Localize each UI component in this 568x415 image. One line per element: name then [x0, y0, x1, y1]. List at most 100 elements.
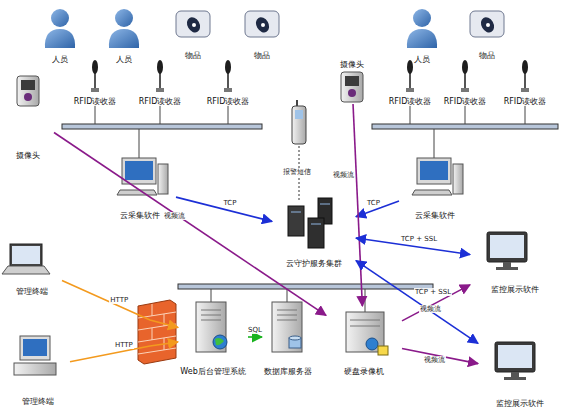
connector-label: TCP + SSL [414, 288, 452, 296]
connector [402, 285, 470, 321]
antenna-icon [521, 60, 529, 92]
person-icon [407, 9, 437, 48]
node-label: 物品 [185, 51, 201, 60]
node-label: 硬盘录像机 [344, 367, 384, 376]
node-label: 监控展示软件 [491, 285, 539, 294]
connector-label: TCP + SSL [400, 235, 438, 243]
connector [54, 132, 326, 315]
node-label: 摄像头 [340, 60, 364, 69]
connector [70, 342, 178, 362]
device-node: 摄像头 [2, 70, 54, 160]
node-label: 摄像头 [16, 151, 40, 160]
connector [356, 261, 478, 344]
connector-label: 视频流 [419, 305, 442, 313]
node-label: RFID读收器 [207, 97, 250, 106]
camera-icon [341, 72, 363, 102]
connector [353, 104, 362, 306]
tag-icon [176, 11, 210, 37]
connector-label: SQL [247, 326, 263, 334]
recorder-icon [346, 312, 388, 355]
device-node: 管理终端 [6, 330, 70, 406]
server-cluster-icon [288, 198, 332, 248]
node-label: RFID读收器 [389, 97, 432, 106]
computer-icon [412, 158, 463, 195]
node-label: RFID读收器 [504, 97, 547, 106]
node-label: 云采集软件 [120, 211, 160, 220]
device-node: 硬盘录像机 [326, 306, 402, 376]
device-node: 物品 [465, 4, 509, 60]
annotation-label: 报警短信 [282, 168, 312, 176]
node-label: RFID读收器 [139, 97, 182, 106]
connector-label: 视频流 [423, 356, 446, 364]
network-bus [372, 124, 558, 129]
node-label: 管理终端 [22, 397, 54, 406]
bus-drops [95, 106, 525, 312]
node-label: 管理终端 [16, 287, 48, 296]
tag-icon [245, 11, 279, 37]
antenna-icon [224, 60, 232, 92]
antenna-icon [406, 60, 414, 92]
network-bus [178, 284, 433, 289]
phone-icon [292, 100, 306, 144]
server-icon [196, 302, 226, 352]
device-node: 摄像头 [330, 60, 374, 104]
device-node: Web后台管理系统 [178, 298, 248, 376]
device-node: 管理终端 [2, 238, 62, 296]
antenna-icon [91, 60, 99, 92]
node-label: 监控展示软件 [496, 399, 544, 408]
network-bus [62, 124, 262, 129]
person-icon [45, 9, 75, 48]
tag-icon [470, 11, 504, 37]
node-label: 数据库服务器 [264, 367, 312, 376]
device-node: 人员 [38, 2, 82, 64]
device-node: 人员 [400, 2, 444, 64]
device-node: RFID读收器 [196, 60, 260, 106]
laptop-icon [2, 244, 50, 274]
database-icon [289, 336, 301, 348]
monitor-icon [487, 232, 527, 270]
device-node: 监控展示软件 [470, 228, 560, 294]
device-node: RFID读收器 [493, 60, 557, 106]
antenna-icon [156, 60, 164, 92]
device-node: 数据库服务器 [262, 298, 314, 376]
connector [176, 197, 272, 221]
connector-label: HTTP [114, 341, 134, 349]
connector-label: 视频流 [163, 212, 186, 220]
node-label: 云采集软件 [415, 211, 455, 220]
node-label: 云守护服务集群 [286, 259, 342, 268]
desktop-icon [14, 336, 56, 375]
node-label: Web后台管理系统 [180, 367, 245, 376]
device-node: RFID读收器 [433, 60, 497, 106]
antenna-icon [461, 60, 469, 92]
connector-label: TCP [223, 199, 238, 207]
globe-icon [213, 335, 227, 349]
node-label: RFID读收器 [74, 97, 117, 106]
node-label: 人员 [414, 55, 430, 64]
computer-icon [117, 158, 168, 195]
server-icon [272, 302, 302, 352]
firewall-icon [138, 300, 176, 364]
device-node: RFID读收器 [128, 60, 192, 106]
connector [62, 280, 178, 327]
device-node: RFID读收器 [378, 60, 442, 106]
connector [402, 349, 478, 364]
device-node: 云守护服务集群 [272, 196, 356, 268]
globe-land [215, 338, 224, 345]
device-node: 人员 [102, 2, 146, 64]
node-label: RFID读收器 [444, 97, 487, 106]
device-node: RFID读收器 [63, 60, 127, 106]
device-node: 云采集软件 [399, 156, 471, 220]
connector-label: 视频流 [332, 171, 355, 179]
monitor-icon [495, 342, 535, 380]
camera-icon [17, 76, 39, 106]
node-label: 物品 [254, 51, 270, 60]
node-label: 人员 [116, 55, 132, 64]
connector [248, 336, 262, 338]
person-icon [109, 9, 139, 48]
node-label: 人员 [52, 55, 68, 64]
connector-label: HTTP [109, 296, 129, 304]
device-node: 物品 [171, 4, 215, 60]
connector-label: TCP [366, 199, 381, 207]
